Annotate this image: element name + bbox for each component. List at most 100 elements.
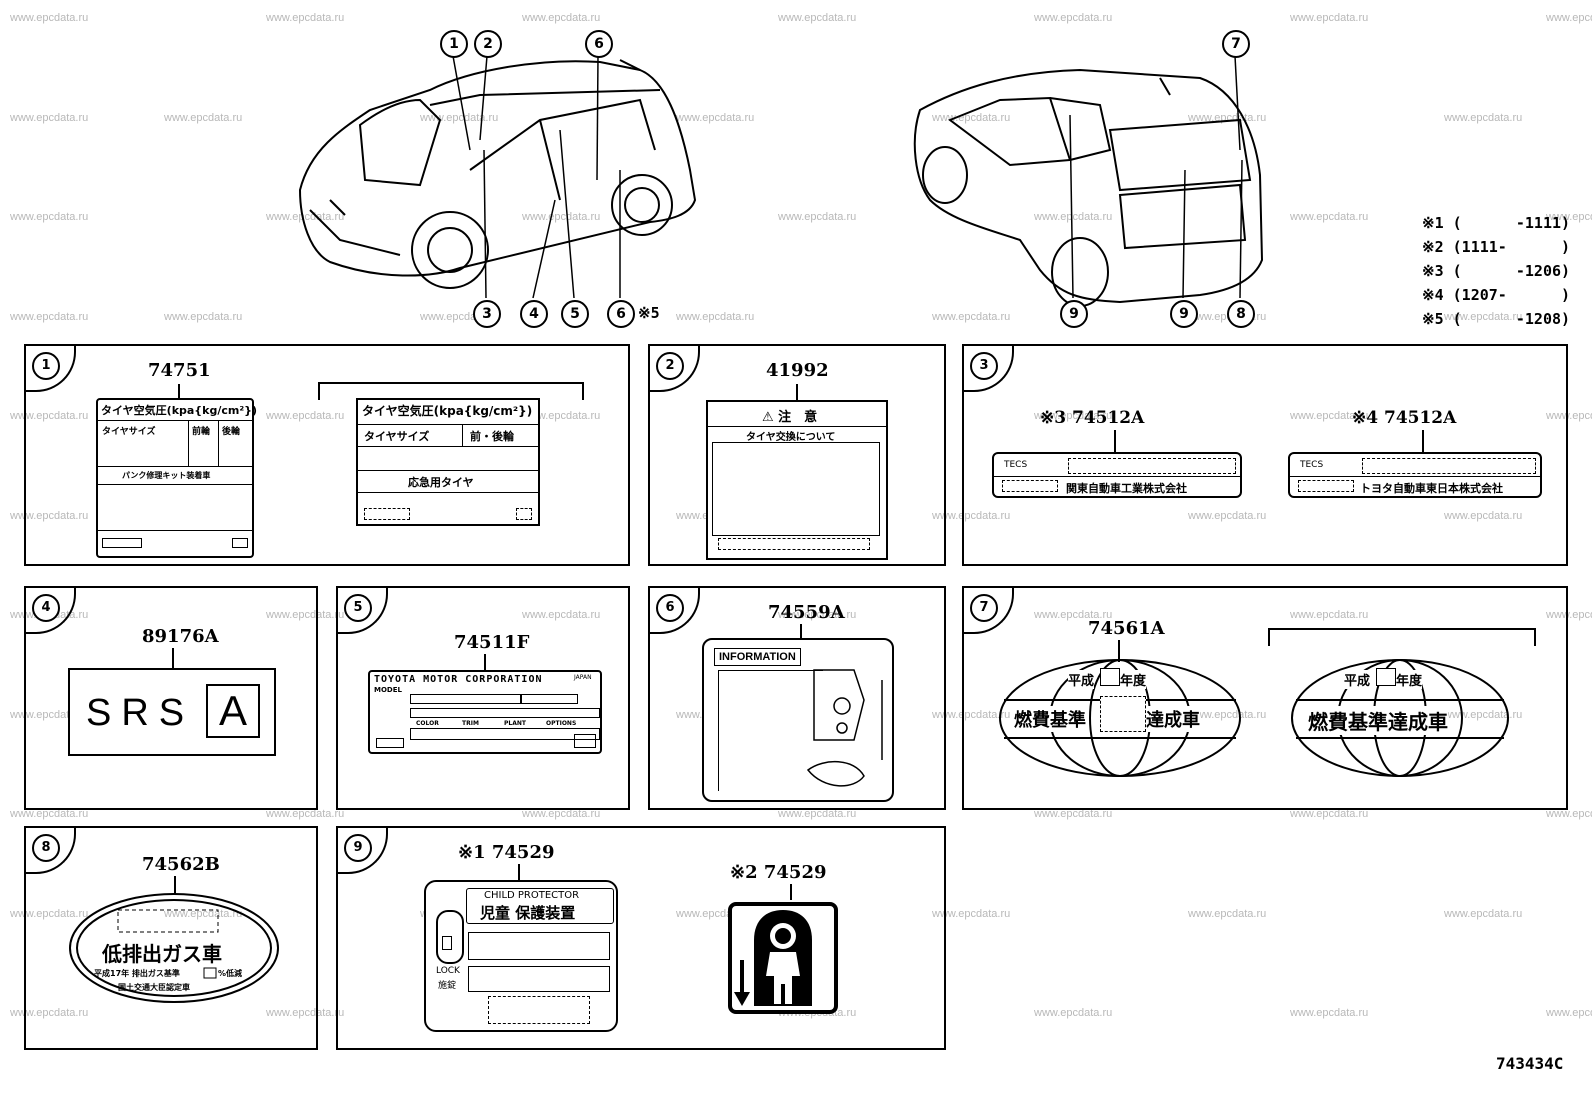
watermark-text: www.epcdata.ru (10, 1007, 89, 1019)
note-1: ※1 ( -1111) (1422, 214, 1571, 232)
watermark-text: www.epcdata.ru (1188, 111, 1267, 124)
panel-4: 4 89176A SRS A (24, 586, 318, 810)
watermark-text: www.epcdata.ru (1034, 12, 1113, 24)
panel-9: 9 ※1 74529 ※2 74529 CHILD PROTECTOR 児童 保… (336, 826, 946, 1050)
tire-label-a-row: パンク修理キット装着車 (122, 471, 211, 480)
watermark-text: www.epcdata.ru (1546, 1007, 1592, 1019)
tire-pressure-label-b: タイヤ空気圧(kpa{kg/cm²}) タイヤサイズ 前・後輪 応急用タイヤ (356, 398, 540, 526)
watermark-text: www.epcdata.ru (1290, 12, 1369, 24)
watermark-text: www.epcdata.ru (778, 12, 857, 24)
panel-9-part-a: ※1 74529 (458, 842, 555, 863)
panel-8-number: 8 (32, 834, 60, 862)
callout-6-bottom: 6 (607, 300, 635, 328)
badge-a-line1: 燃費基準 (1014, 706, 1086, 732)
panel-6-part-number: 74559A (768, 602, 845, 623)
watermark-text: www.epcdata.ru (266, 410, 345, 422)
panel-5-number: 5 (344, 594, 372, 622)
warning-subtitle: タイヤ交換について (746, 432, 836, 443)
badge-a-nendo: 年度 (1120, 670, 1147, 689)
low-emission-standard: 平成17年 排出ガス基準 (94, 969, 180, 978)
watermark-text: www.epcdata.ru (266, 211, 345, 223)
watermark-text: www.epcdata.ru (1290, 1007, 1369, 1019)
watermark-text: www.epcdata.ru (266, 1007, 345, 1019)
vehicle-id-plate: TOYOTA MOTOR CORPORATION JAPAN MODEL COL… (368, 670, 602, 754)
lock-jp: 施錠 (438, 981, 457, 991)
watermark-text: www.epcdata.ru (522, 12, 601, 24)
badge-a-heisei: 平成 (1068, 670, 1095, 689)
note-5: ※5 ( -1208) (1422, 310, 1571, 328)
watermark-text: www.epcdata.ru (1034, 609, 1113, 621)
watermark-text: www.epcdata.ru (164, 310, 243, 323)
watermark-text: www.epcdata.ru (1188, 907, 1267, 920)
low-emission-percent: %低減 (218, 969, 243, 978)
child-protector-label-a: CHILD PROTECTOR 児童 保護装置 LOCK 施錠 (424, 880, 618, 1032)
callout-6-top: 6 (585, 30, 613, 58)
callout-9-left: 9 (1060, 300, 1088, 328)
watermark-text: www.epcdata.ru (1188, 509, 1267, 522)
callout-note-5: ※5 (638, 304, 660, 322)
panel-3-part-a: ※3 74512A (1040, 408, 1145, 428)
plate-col-trim: TRIM (462, 720, 479, 727)
watermark-text: www.epcdata.ru (164, 111, 243, 124)
plate-header: TOYOTA MOTOR CORPORATION (374, 674, 543, 685)
watermark-text: www.epcdata.ru (266, 808, 345, 820)
panel-1-number: 1 (32, 352, 60, 380)
low-emission-cert: 国土交通大臣認定車 (118, 983, 190, 992)
tire-change-label: ⚠ 注 意 タイヤ交換について (706, 400, 888, 560)
watermark-text: www.epcdata.ru (1290, 410, 1369, 422)
watermark-text: www.epcdata.ru (932, 509, 1011, 522)
watermark-text: www.epcdata.ru (10, 509, 89, 522)
diagram-code: 743434C (1496, 1054, 1564, 1073)
watermark-text: www.epcdata.ru (778, 211, 857, 223)
panel-6: 6 74559A INFORMATION (648, 586, 946, 810)
watermark-text: www.epcdata.ru (1034, 410, 1113, 422)
watermark-text: www.epcdata.ru (1546, 609, 1592, 621)
lock-en: LOCK (436, 966, 460, 976)
watermark-text: www.epcdata.ru (1034, 808, 1113, 820)
information-header: INFORMATION (714, 648, 801, 666)
watermark-text: www.epcdata.ru (10, 211, 89, 223)
warning-title: ⚠ 注 意 (762, 410, 818, 425)
vin-plate-toyota-east: TECS トヨタ自動車東日本株式会社 (1288, 452, 1542, 498)
badge-b-line: 燃費基準達成車 (1308, 706, 1448, 735)
watermark-text: www.epcdata.ru (1444, 708, 1523, 721)
watermark-text: www.epcdata.ru (1546, 410, 1592, 422)
panel-4-number: 4 (32, 594, 60, 622)
panel-4-part-number: 89176A (142, 626, 219, 647)
vin-plate-kanto: TECS 関東自動車工業株式会社 (992, 452, 1242, 498)
watermark-text: www.epcdata.ru (522, 609, 601, 621)
panel-2-part-number: 41992 (766, 360, 829, 381)
maker-a: 関東自動車工業株式会社 (1066, 482, 1187, 495)
tire-label-a-title: タイヤ空気圧(kpa{kg/cm²}) (101, 404, 258, 417)
callout-9-right: 9 (1170, 300, 1198, 328)
plate-col-plant: PLANT (504, 720, 526, 727)
maker-b: トヨタ自動車東日本株式会社 (1360, 482, 1503, 495)
watermark-text: www.epcdata.ru (522, 410, 601, 422)
panel-5: 5 74511F TOYOTA MOTOR CORPORATION JAPAN … (336, 586, 630, 810)
panel-8-part-number: 74562B (142, 854, 220, 875)
callout-8: 8 (1227, 300, 1255, 328)
vin-tag-a: TECS (1004, 460, 1028, 470)
callout-3: 3 (473, 300, 501, 328)
watermark-text: www.epcdata.ru (1444, 310, 1523, 323)
badge-a-line2: 達成車 (1146, 706, 1200, 732)
panel-9-number: 9 (344, 834, 372, 862)
watermark-text: www.epcdata.ru (10, 111, 89, 124)
watermark-text: www.epcdata.ru (1546, 808, 1592, 820)
watermark-text: www.epcdata.ru (1444, 907, 1523, 920)
panel-5-part-number: 74511F (454, 632, 530, 653)
watermark-text: www.epcdata.ru (1546, 12, 1592, 24)
tire-label-a-col1: タイヤサイズ (102, 427, 156, 437)
watermark-text: www.epcdata.ru (522, 808, 601, 820)
watermark-text: www.epcdata.ru (10, 12, 89, 24)
low-emission-badge (69, 893, 279, 1003)
panel-7-number: 7 (970, 594, 998, 622)
panel-1: 1 74751 タイヤ空気圧(kpa{kg/cm²}) タイヤサイズ 前輪 後輪… (24, 344, 630, 566)
srs-label: SRS A (68, 668, 276, 756)
panel-3-part-b: ※4 74512A (1352, 408, 1457, 428)
watermark-text: www.epcdata.ru (1444, 111, 1523, 124)
badge-b-nendo: 年度 (1396, 670, 1423, 689)
tire-label-b-col1: タイヤサイズ (364, 430, 430, 443)
tire-label-a-col2: 前輪 (192, 427, 211, 437)
note-3: ※3 ( -1206) (1422, 262, 1571, 280)
